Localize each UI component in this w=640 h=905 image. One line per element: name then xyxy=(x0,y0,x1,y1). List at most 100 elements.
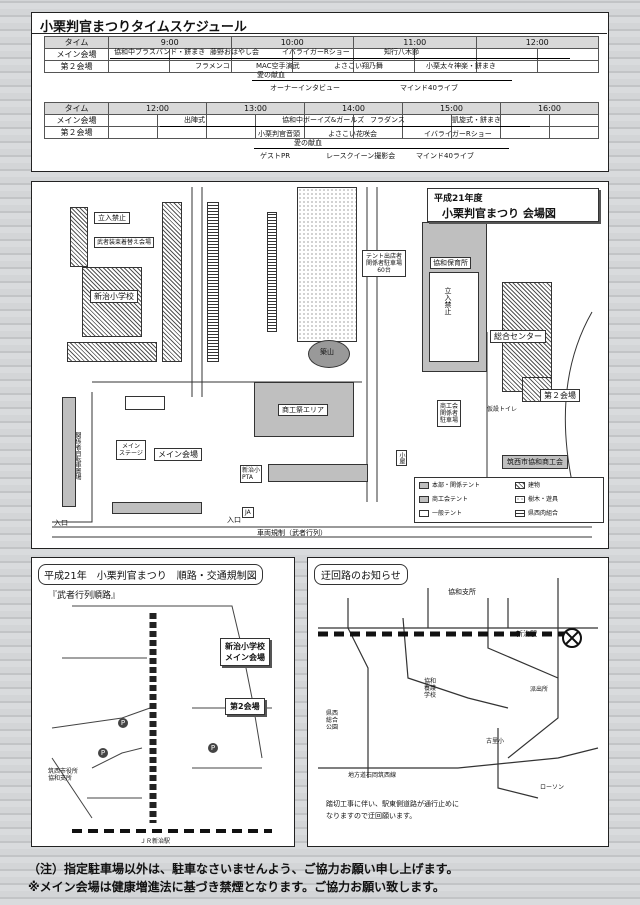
time-pm-1: 13:00 xyxy=(206,102,305,115)
nursery-yard xyxy=(429,272,479,362)
chamber-label: 筑西市協和商工会 xyxy=(502,455,568,469)
ja-label: JA xyxy=(242,507,254,518)
event: 知行八木節 xyxy=(384,48,419,56)
legend: 本部・関係テント 商工会テント 一般テント 建物 樹木・遊具 県西肉組合 xyxy=(414,477,604,523)
station-label: 新治駅 xyxy=(516,630,537,638)
timeline-bar xyxy=(110,58,570,59)
parking-icon: P xyxy=(98,748,108,758)
fence-building xyxy=(207,202,219,362)
legend-item: 樹木・遊具 xyxy=(528,496,559,503)
detour-map-panel: 迂回路のお知らせ 協和支所 新治駅 協和 養護 学校 県西 総合 公園 派出所 … xyxy=(307,557,609,847)
route-map-panel: 平成21年 小栗判官まつり 順路・交通規制図 『武者行列順路』 新治小学校 メイ… xyxy=(31,557,295,847)
schedule-table-pm: タイム 12:00 13:00 14:00 15:00 16:00 メイン会場 … xyxy=(44,102,599,139)
nursery-label: 協和保育所 xyxy=(430,257,471,269)
footer-note-1: （注）指定駐車場以外は、駐車なさいませんよう、ご協力お願い申し上げます。 xyxy=(28,862,459,876)
time-am-2: 11:00 xyxy=(353,36,477,49)
bike-parking xyxy=(62,397,76,507)
park-label: 県西 総合 公園 xyxy=(326,710,339,731)
event: イバライガーRショー xyxy=(424,130,492,138)
schedule-table-am: タイム 9:00 10:00 11:00 12:00 メイン会場 第２会場 xyxy=(44,36,600,73)
legend-swatch xyxy=(419,496,429,503)
mound-label: 築山 xyxy=(320,348,334,356)
stalls-row xyxy=(112,502,202,514)
timeline-bar xyxy=(252,80,512,81)
event: フラダンス xyxy=(370,116,405,124)
main-stage-label: メイン ステージ xyxy=(116,440,146,460)
time-am-3: 12:00 xyxy=(475,36,599,49)
venue-second-label: 第２会場 xyxy=(44,126,109,139)
nursery-no-entry-label: 立入禁止 xyxy=(444,287,452,315)
time-pm-4: 16:00 xyxy=(500,102,599,115)
parade-label: 『武者行列順路』 xyxy=(48,591,121,601)
detour-map-title: 迂回路のお知らせ xyxy=(314,564,408,585)
event: MAC空手演武 xyxy=(256,62,300,70)
no-entry-label: 立入禁止 xyxy=(94,212,130,224)
legend-swatch xyxy=(419,482,429,489)
event: マインド40ライブ xyxy=(416,152,474,160)
time-am-1: 10:00 xyxy=(230,36,354,49)
time-pm-0: 12:00 xyxy=(108,102,207,115)
venue-main-label: メイン会場 xyxy=(44,48,109,61)
traffic-label: 車両規制（武者行列） xyxy=(257,529,327,537)
hut-label: 小屋 xyxy=(396,450,407,466)
school-building xyxy=(162,202,182,362)
tree-area xyxy=(297,187,357,342)
mound xyxy=(308,340,350,368)
entrance-label: 入口 xyxy=(227,516,241,524)
legend-swatch xyxy=(515,510,525,517)
nursery-label: 協和 養護 学校 xyxy=(424,678,437,699)
shoko-area-label: 商工祭エリア xyxy=(278,404,328,416)
road-label: 地方道石岡筑西線 xyxy=(348,772,397,779)
booth-block xyxy=(125,396,165,410)
second-venue-callout: 第2会場 xyxy=(225,698,265,715)
event: イバライガーRショー xyxy=(282,48,350,56)
venue-map-title: 小栗判官まつり 会場図 xyxy=(442,207,556,220)
time-am-0: 9:00 xyxy=(108,36,232,49)
legend-swatch xyxy=(515,482,525,489)
schedule-title: 小栗判官まつりタイムスケジュール xyxy=(40,20,247,35)
event: よさこい花咲会 xyxy=(328,130,377,138)
legend-item: 商工会テント xyxy=(432,496,469,503)
title-rule xyxy=(32,33,607,34)
pta-label: 新治小 PTA xyxy=(240,465,263,483)
event: レースクイーン撮影会 xyxy=(326,152,396,160)
legend-swatch xyxy=(419,510,429,517)
detour-roads xyxy=(318,578,599,799)
police-label: 派出所 xyxy=(530,686,549,693)
entrance-label: 入口 xyxy=(54,519,68,527)
timeline-bar xyxy=(254,148,509,149)
event: フラメンコ xyxy=(195,62,230,70)
shokokai-parking-label: 商工会 関係者 駐車場 xyxy=(437,400,462,427)
school-label: 新治小学校 xyxy=(90,290,138,303)
event: 出陣式 xyxy=(184,116,205,124)
event: 藤野おはやし会 xyxy=(210,48,259,56)
schedule-panel: 小栗判官まつりタイムスケジュール タイム 9:00 10:00 11:00 12… xyxy=(31,12,609,172)
timeline-bar xyxy=(160,126,530,127)
venue-map-panel: 新治小学校 立入禁止 武者装束着替え会場 テント出店者 関係者駐車場 60台 協… xyxy=(31,181,609,549)
main-venue-label: メイン会場 xyxy=(154,448,202,461)
tent-parking-label: テント出店者 関係者駐車場 60台 xyxy=(362,250,407,277)
event: マインド40ライブ xyxy=(400,84,458,92)
venue-roads xyxy=(52,187,593,538)
second-venue-label: 第２会場 xyxy=(540,389,580,402)
venue-map-year: 平成21年度 xyxy=(434,194,483,204)
legend-item: 本部・関係テント xyxy=(432,482,481,489)
event: オーナーインタビュー xyxy=(270,84,340,92)
changing-room-label: 武者装束着替え会場 xyxy=(94,237,155,248)
station-label: ＪＲ新治駅 xyxy=(140,838,171,845)
tent-row xyxy=(268,464,368,482)
event: 愛の献血 xyxy=(257,71,285,79)
venue-second-label: 第２会場 xyxy=(44,60,109,73)
footer-note-2: ※メイン会場は健康増進法に基づき禁煙となります。ご協力お願い致します。 xyxy=(28,880,445,894)
detour-notice: 踏切工事に伴い、駅東側道路が通行止めに なりますので迂回願います。 xyxy=(326,800,459,820)
school-building xyxy=(70,207,88,267)
event: 協和中ボーイズ&ガールズ xyxy=(282,116,365,124)
school-label: 古里小 xyxy=(486,738,505,745)
legend-item: 建物 xyxy=(528,482,541,489)
lawson-label: ローソン xyxy=(540,784,565,791)
event: ゲストPR xyxy=(260,152,291,160)
school-callout: 新治小学校 メイン会場 xyxy=(220,638,270,666)
sports-center-label: 総合センター xyxy=(490,330,546,343)
event: 凱旋式・餅まき xyxy=(452,116,501,124)
parking-icon: P xyxy=(118,718,128,728)
